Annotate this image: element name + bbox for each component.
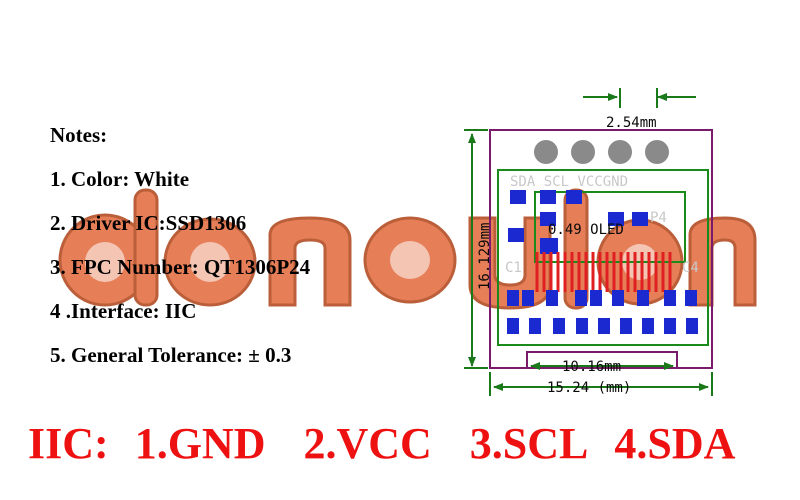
- pin-hole-2: [571, 140, 595, 164]
- note-fpc-number: 3. FPC Number: QT1306P24: [50, 255, 311, 279]
- pad-row-2: [507, 318, 698, 334]
- bottom-tab-outline: [526, 351, 678, 369]
- notes-title: Notes:: [50, 123, 108, 147]
- pin-hole-3: [608, 140, 632, 164]
- notes-block: Notes: 1. Color: White 2. Driver IC:SSD1…: [50, 120, 310, 384]
- pinout-label: IIC:: [28, 419, 109, 468]
- fpc-traces: [535, 252, 672, 292]
- silk-p4: P4: [650, 210, 667, 226]
- note-interface: 4 .Interface: IIC: [50, 299, 197, 323]
- silk-pin-labels: SDA SCL VCCGND: [510, 174, 628, 190]
- note-color: 1. Color: White: [50, 167, 190, 191]
- pin-4: 4.SDA: [614, 419, 736, 468]
- note-tolerance: 5. General Tolerance: ± 0.3: [50, 343, 292, 367]
- dim-inner-width-label: 10.16mm: [562, 359, 621, 375]
- dim-total-width: [489, 372, 713, 396]
- silk-c4: C4: [682, 260, 699, 276]
- pad-row-1: [507, 290, 697, 306]
- silk-c1: C1: [505, 260, 522, 276]
- note-driver-ic: 2. Driver IC:SSD1306: [50, 211, 247, 235]
- pin-3: 3.SCL: [469, 419, 589, 468]
- display-label: 0.49 OLED: [548, 222, 624, 238]
- pin-hole-1: [534, 140, 558, 164]
- pin-1: 1.GND: [134, 419, 266, 468]
- dim-total-width-label: 15.24 (mm): [547, 380, 631, 396]
- dim-height-label: 16.129mm: [477, 223, 493, 290]
- dim-pin-pitch: [583, 88, 696, 108]
- pin-hole-4: [645, 140, 669, 164]
- pin-2: 2.VCC: [303, 419, 432, 468]
- dim-pin-pitch-label: 2.54mm: [606, 115, 657, 131]
- pinout-line: IIC: 1.GND 2.VCC 3.SCL 4.SDA: [28, 418, 735, 469]
